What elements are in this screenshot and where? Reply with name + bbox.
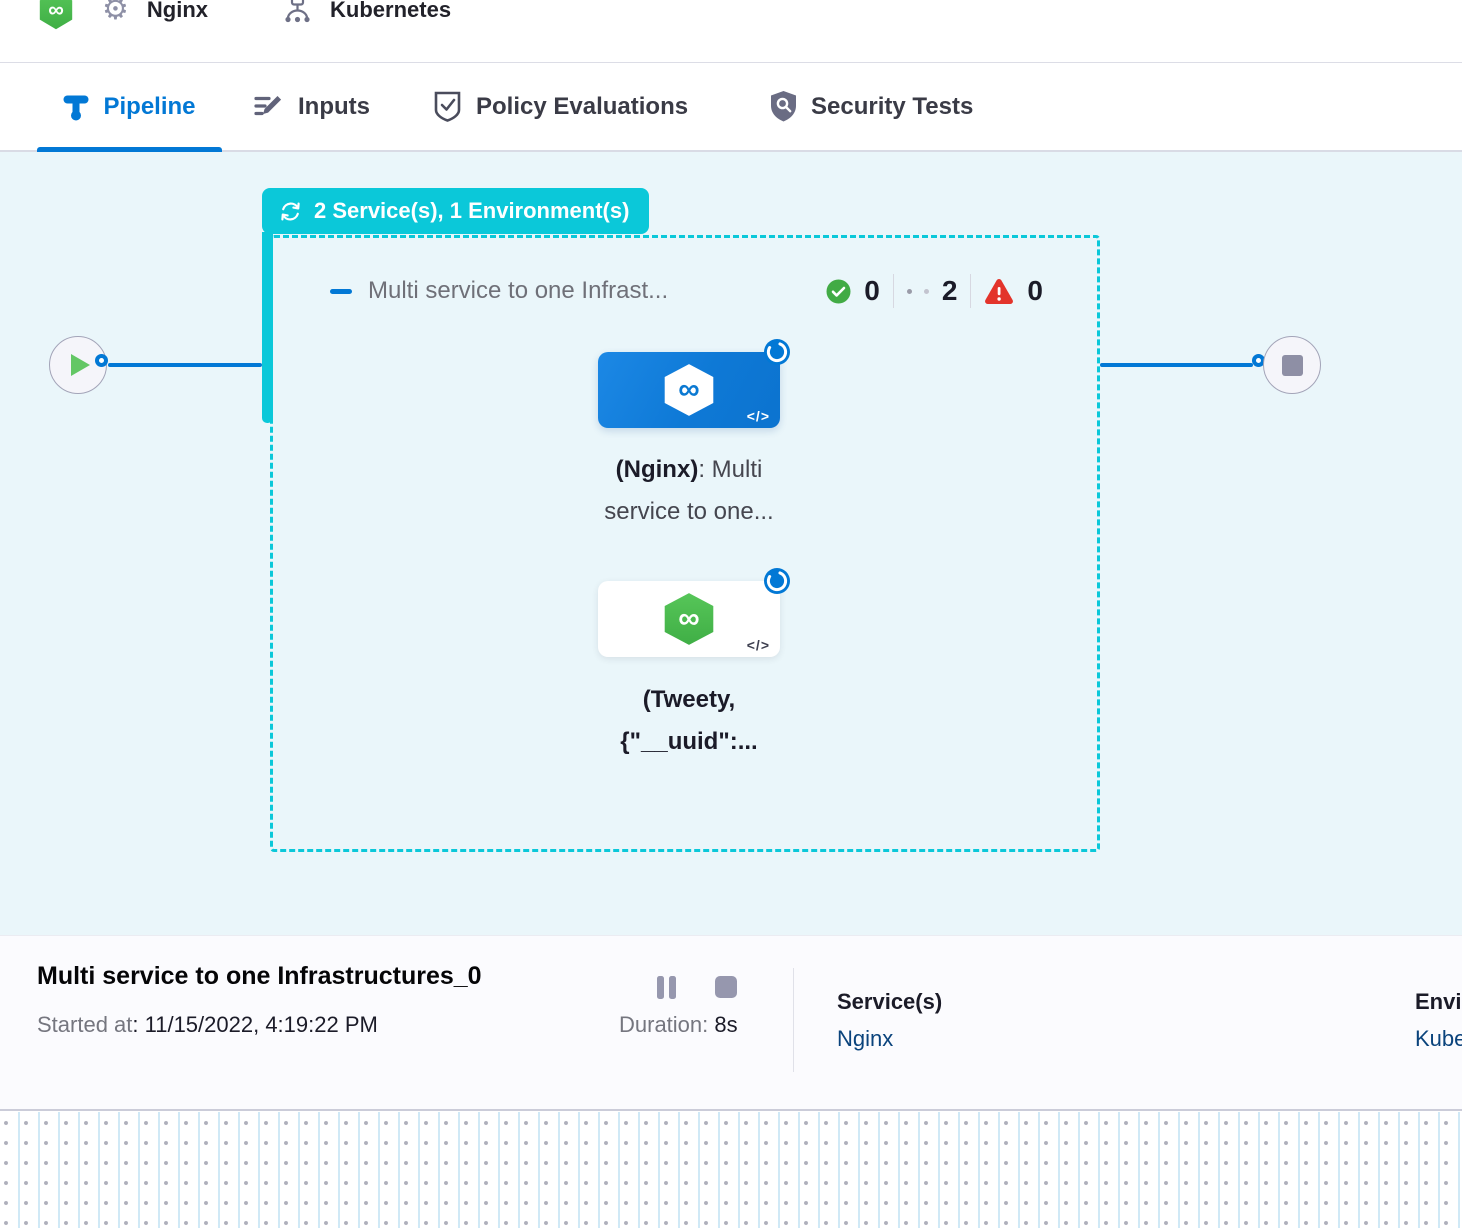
harness-hexagon-icon: ∞ — [664, 593, 714, 645]
stage-boundary[interactable] — [270, 235, 1100, 852]
stage-group-badge-label: 2 Service(s), 1 Environment(s) — [314, 198, 630, 223]
pause-button[interactable] — [657, 976, 676, 999]
stage-step-counts: 0 2 0 — [826, 274, 1043, 308]
service-node-nginx[interactable]: ∞ </> — [598, 352, 780, 428]
tab-inputs-label: Inputs — [298, 92, 370, 120]
tab-security-label: Security Tests — [811, 92, 974, 120]
connector-line-right — [1100, 363, 1253, 367]
policy-shield-check-icon — [433, 90, 462, 123]
stage-header: Multi service to one Infrast... 0 2 — [330, 272, 1043, 310]
header-infra-name[interactable]: Kubernetes — [330, 0, 452, 22]
environments-value-link[interactable]: Kubernetes — [1415, 1026, 1462, 1051]
collapse-stage-icon[interactable] — [330, 288, 352, 294]
infinity-glyph: ∞ — [678, 373, 700, 406]
duration-value: 8s — [714, 1012, 738, 1037]
count-divider — [892, 274, 894, 308]
service-node-label[interactable]: (Tweety, {"__uuid":... — [620, 686, 758, 755]
inputs-icon — [253, 93, 284, 120]
stage-title[interactable]: Multi service to one Infrast... — [368, 277, 669, 304]
service-node-tweety[interactable]: ∞ </> — [598, 581, 780, 657]
harness-hexagon-icon: ∞ — [664, 364, 714, 416]
services-column: Service(s) Nginx — [837, 989, 942, 1052]
duration-label: Duration: — [619, 1012, 715, 1037]
failed-warning-icon — [984, 278, 1014, 305]
play-icon — [71, 354, 90, 376]
header-service-name[interactable]: Nginx — [146, 0, 209, 22]
infinity-glyph: ∞ — [48, 0, 64, 22]
tab-pipeline[interactable]: Pipeline — [37, 63, 222, 152]
environments-column: Environment(s) Kubernetes — [1415, 989, 1462, 1052]
duration: Duration: 8s — [619, 1012, 738, 1038]
service-node-label[interactable]: (Nginx): Multi service to one... — [604, 456, 774, 525]
harness-service-icon: ∞ — [39, 0, 73, 30]
infinity-glyph: ∞ — [678, 602, 700, 635]
tab-inputs[interactable]: Inputs — [253, 63, 370, 150]
abort-button[interactable] — [715, 976, 737, 998]
started-at-value: : 11/15/2022, 4:19:22 PM — [132, 1012, 378, 1037]
pipeline-icon — [63, 91, 89, 122]
tab-policy-evaluations[interactable]: Policy Evaluations — [433, 63, 688, 150]
execution-header: ∞ ⚙ Nginx Kubernetes — [0, 0, 1462, 63]
gear-icon: ⚙ — [102, 0, 129, 26]
execution-summary-bar: Multi service to one Infrastructures_0 S… — [0, 935, 1462, 1111]
success-check-icon — [826, 279, 851, 304]
connector-line-left — [108, 363, 262, 367]
code-icon: </> — [746, 408, 770, 424]
environments-label: Environment(s) — [1415, 989, 1462, 1014]
infrastructure-icon — [282, 0, 312, 26]
started-at-label: Started at — [37, 1012, 133, 1037]
security-shield-search-icon — [770, 90, 797, 123]
count-divider — [970, 274, 972, 308]
footer-divider — [793, 968, 794, 1072]
services-value-link[interactable]: Nginx — [837, 1026, 894, 1051]
tab-security-tests[interactable]: Security Tests — [770, 63, 973, 150]
tab-policy-label: Policy Evaluations — [476, 92, 689, 120]
code-icon: </> — [746, 637, 770, 653]
pipeline-end-node — [1263, 336, 1321, 394]
started-at: Started at: 11/15/2022, 4:19:22 PM — [37, 1012, 378, 1038]
failed-count: 0 — [1027, 275, 1043, 306]
console-grid-area[interactable] — [0, 1112, 1462, 1228]
success-count: 0 — [864, 275, 880, 306]
stage-progress-strip — [262, 232, 273, 423]
connector-dot-start — [95, 354, 108, 367]
retry-loop-icon — [278, 200, 303, 223]
running-spinner-badge — [763, 567, 791, 595]
execution-title: Multi service to one Infrastructures_0 — [37, 962, 482, 990]
pipeline-canvas[interactable]: 2 Service(s), 1 Environment(s) Multi ser… — [0, 152, 1462, 935]
tab-pipeline-label: Pipeline — [103, 92, 196, 120]
execution-tabbar: Pipeline Inputs Policy Evaluations — [0, 63, 1462, 152]
services-label: Service(s) — [837, 989, 943, 1014]
stop-icon — [1281, 354, 1303, 376]
stage-group-badge[interactable]: 2 Service(s), 1 Environment(s) — [262, 188, 650, 234]
running-dots-icon — [906, 288, 929, 294]
running-count: 2 — [941, 275, 958, 306]
running-spinner-badge — [763, 338, 791, 366]
